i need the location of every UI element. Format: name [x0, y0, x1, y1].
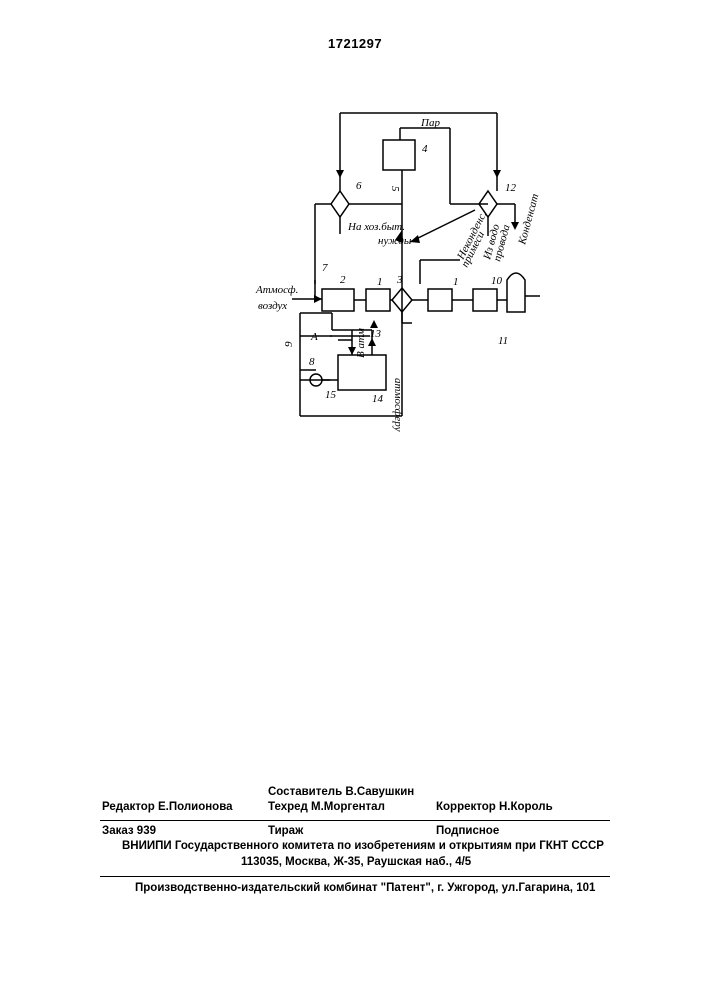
- circulation-line: Тираж: [268, 825, 303, 837]
- num-10: 10: [491, 275, 503, 287]
- label-to-atm-2: атмосферу: [392, 378, 404, 432]
- publisher-line: Производственно-издательский комбинат "П…: [135, 882, 595, 894]
- num-14: 14: [372, 393, 384, 405]
- compressor-box-2: [322, 289, 354, 311]
- divider-top: [100, 820, 610, 821]
- order-line: Заказ 939: [102, 825, 156, 837]
- heat-exchanger-6: [331, 191, 349, 217]
- cooler-box-1b: [428, 289, 452, 311]
- label-to-household: На хоз.быт.: [347, 221, 405, 233]
- label-condensate: Конденсат: [516, 192, 541, 246]
- num-12: 12: [505, 182, 517, 194]
- num-4: 4: [422, 143, 428, 155]
- num-7: 7: [322, 262, 328, 274]
- label-needs: нужды: [378, 235, 412, 247]
- address-line: 113035, Москва, Ж-35, Раушская наб., 4/5: [241, 856, 471, 868]
- num-3: 3: [396, 274, 403, 286]
- box-10: [473, 289, 497, 311]
- num-2: 2: [340, 274, 346, 286]
- label-letter-a: А: [310, 331, 318, 343]
- num-1a: 1: [377, 276, 383, 288]
- cooler-box-1a: [366, 289, 390, 311]
- num-8: 8: [309, 356, 315, 368]
- num-13: 13: [370, 328, 382, 340]
- num-9: 9: [283, 341, 295, 347]
- corrector-line: Корректор Н.Король: [436, 801, 553, 813]
- tank-14: [338, 355, 386, 390]
- num-6: 6: [356, 180, 362, 192]
- steam-generator-box: [383, 140, 415, 170]
- label-atm-air-2: воздух: [258, 300, 287, 312]
- techred-line: Техред М.Моргентал: [268, 801, 385, 813]
- compiler-line: Составитель В.Савушкин: [268, 786, 414, 798]
- label-to-atm-1: В атм: [355, 328, 367, 358]
- num-1b: 1: [453, 276, 459, 288]
- num-5: 5: [389, 186, 401, 192]
- subscription-line: Подписное: [436, 825, 499, 837]
- vniipi-line: ВНИИПИ Государственного комитета по изоб…: [122, 840, 604, 852]
- num-15: 15: [325, 389, 337, 401]
- divider-bottom: [100, 876, 610, 877]
- num-11: 11: [498, 335, 508, 347]
- column-11: [507, 273, 525, 312]
- label-atm-air-1: Атмосф.: [255, 284, 298, 296]
- editor-line: Редактор Е.Полионова: [102, 801, 233, 813]
- label-steam: Пар: [420, 117, 440, 129]
